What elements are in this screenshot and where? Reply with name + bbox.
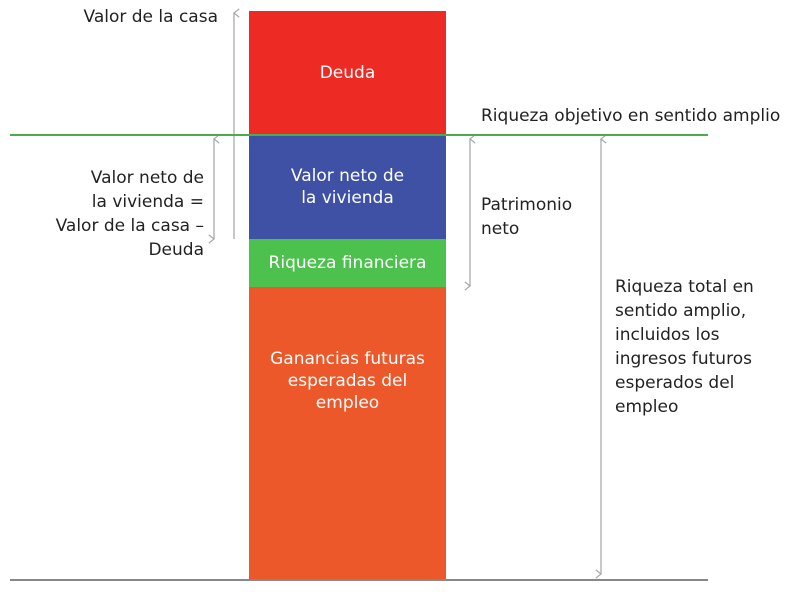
- segment-financial-wealth: Riqueza financiera: [249, 239, 446, 287]
- baseline: [10, 579, 708, 581]
- segment-debt-label: Deuda: [319, 63, 376, 83]
- home-equity-definition: Valor neto de la vivienda = Valor de la …: [55, 168, 204, 260]
- segment-home-equity-label: Valor neto de la vivienda: [290, 166, 405, 208]
- house-value-label: Valor de la casa: [83, 7, 218, 27]
- net-worth-label: Patrimonio neto: [481, 195, 573, 239]
- segment-future-earnings: Ganancias futuras esperadas del empleo: [249, 287, 446, 580]
- segment-future-earnings-label: Ganancias futuras esperadas del empleo: [270, 349, 425, 413]
- segment-home-equity: Valor neto de la vivienda: [249, 135, 446, 239]
- target-wealth-line: [10, 134, 708, 136]
- target-wealth-label: Riqueza objetivo en sentido amplio: [481, 106, 781, 126]
- segment-debt: Deuda: [249, 11, 446, 135]
- total-wealth-label: Riqueza total en sentido amplio, incluid…: [615, 277, 754, 417]
- segment-financial-wealth-label: Riqueza financiera: [268, 253, 427, 273]
